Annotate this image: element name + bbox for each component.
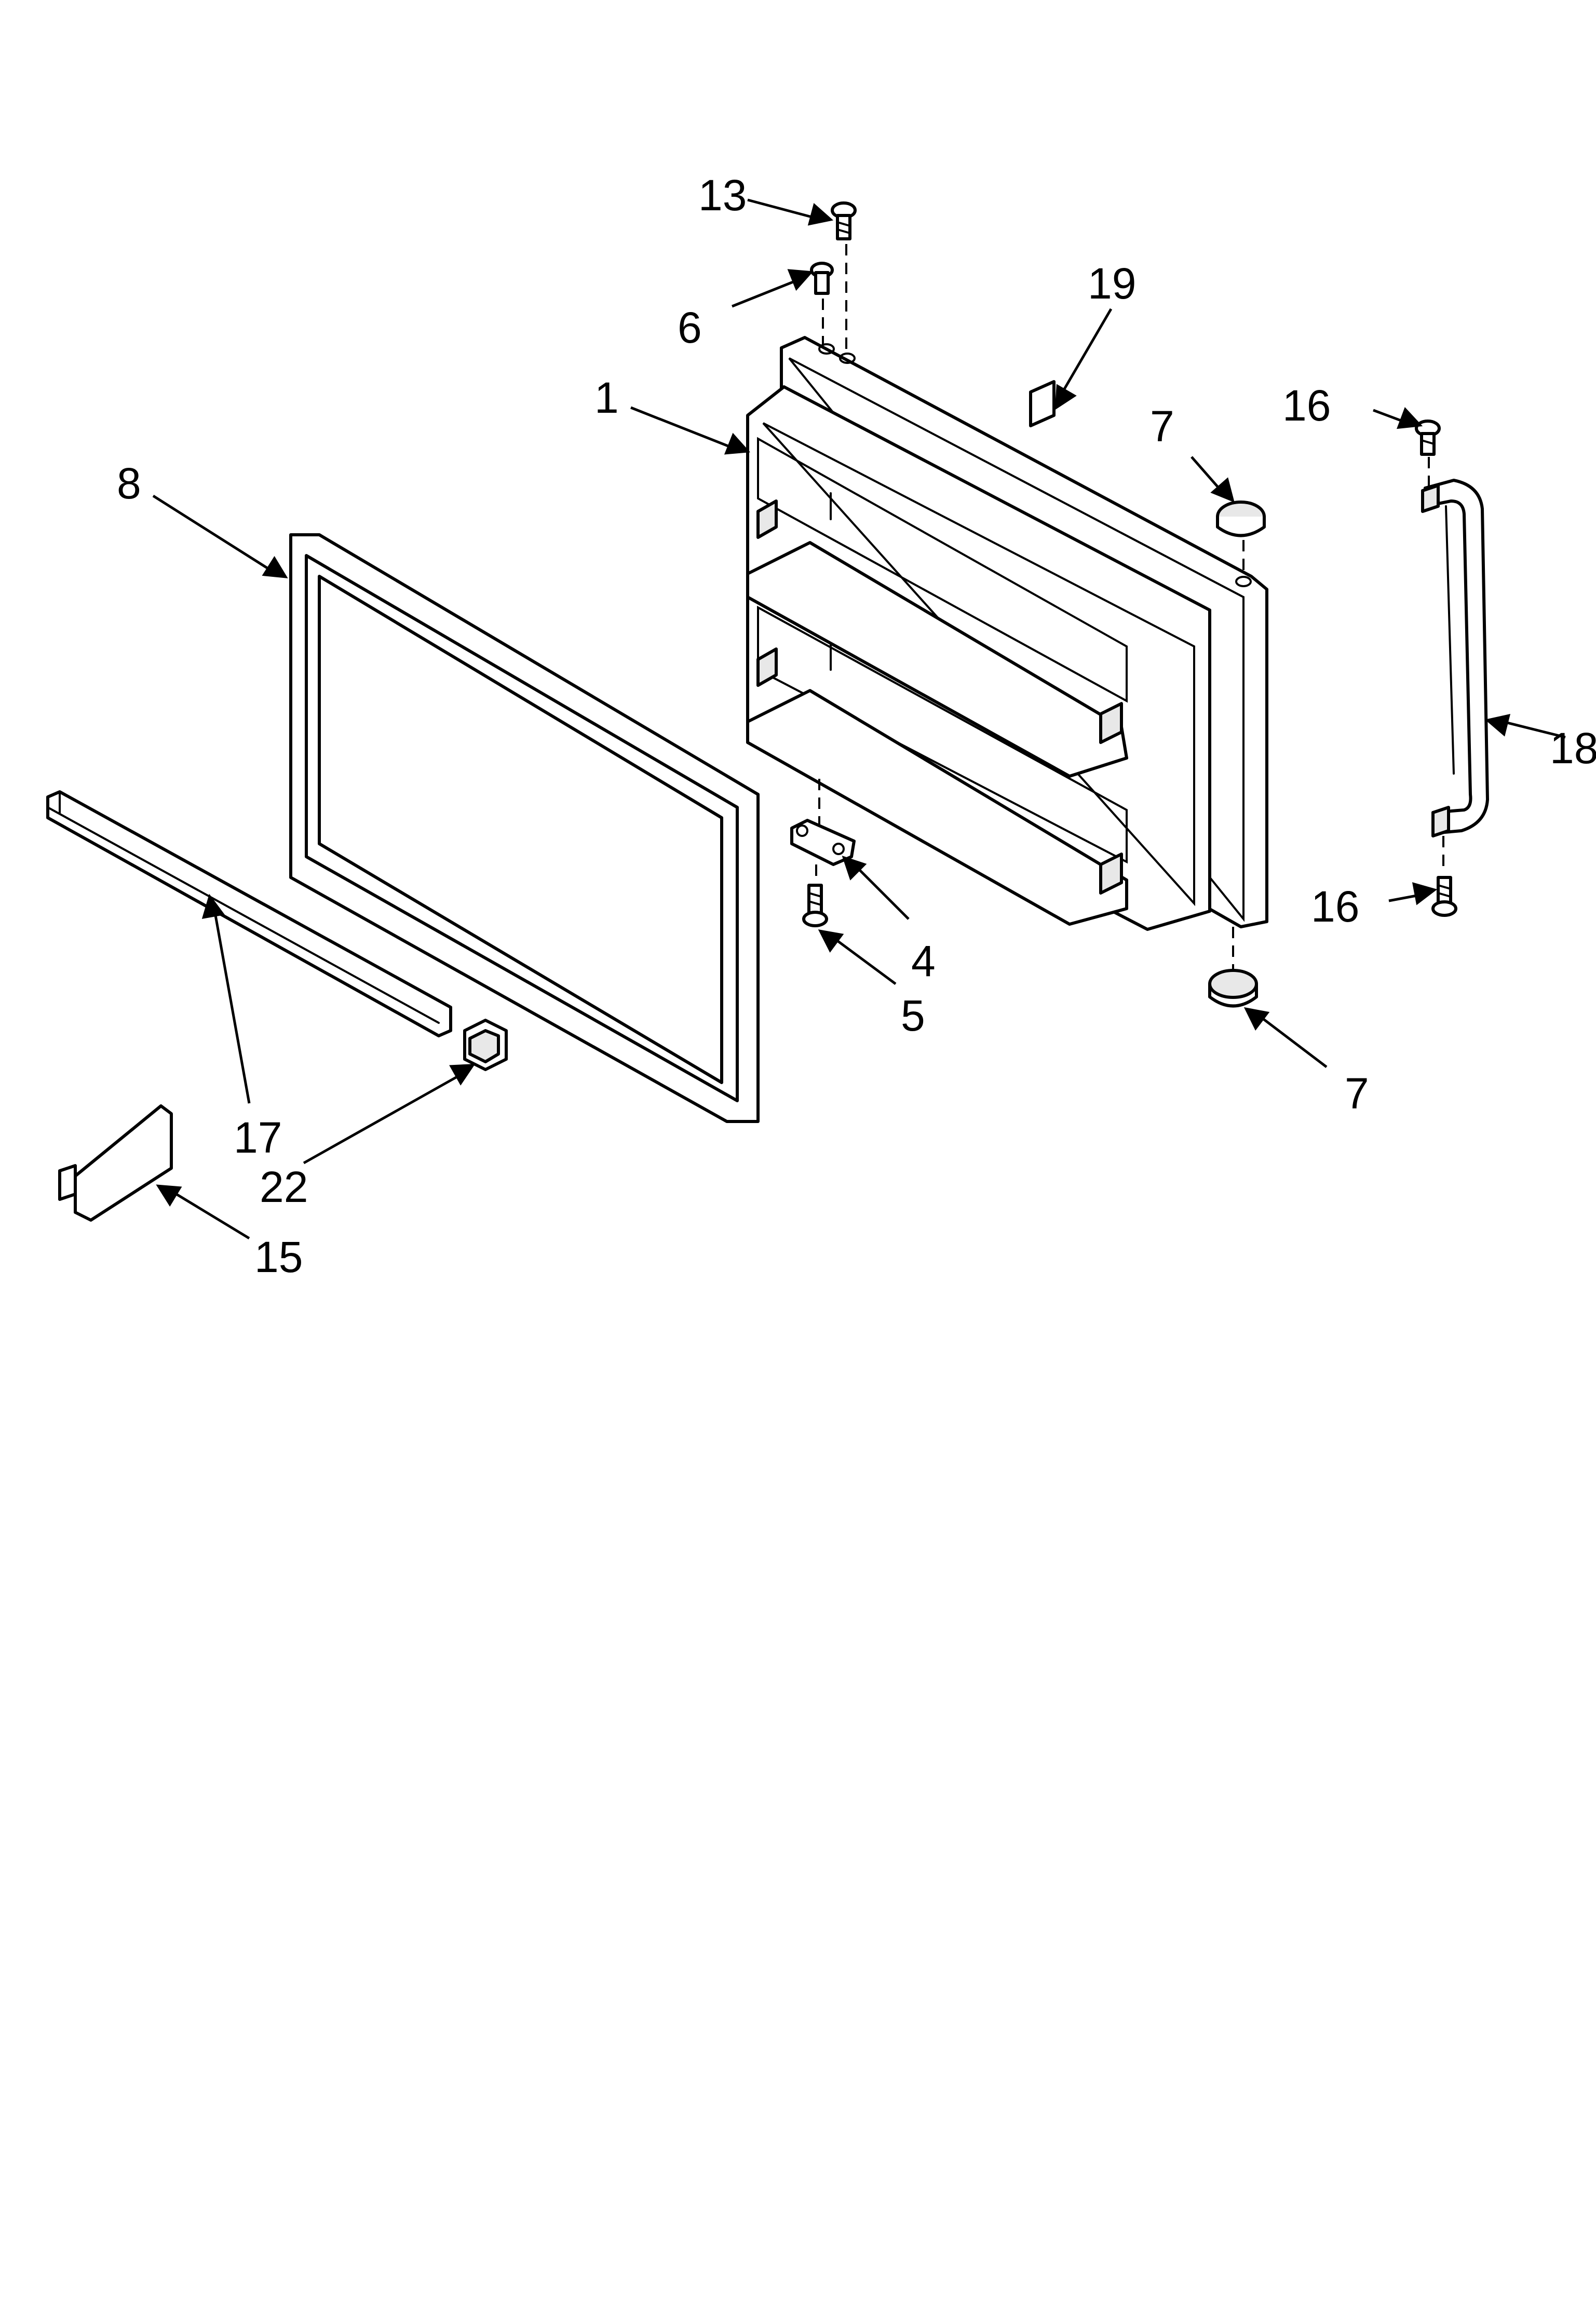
callout-1: 1 — [594, 373, 619, 422]
handle-screw-top-part — [1415, 420, 1441, 456]
hinge-bracket-part — [790, 819, 856, 866]
door-gasket-part — [289, 533, 760, 1123]
door-liner-part — [746, 336, 1268, 931]
callout-5: 5 — [901, 991, 925, 1040]
callout-17: 17 — [234, 1113, 282, 1162]
trim-end-cap-part — [463, 1019, 508, 1071]
hinge-pin-part — [810, 262, 834, 295]
screw-top-part — [831, 201, 857, 240]
hinge-cap-top-part — [1216, 501, 1266, 537]
callout-6: 6 — [678, 303, 702, 352]
callout-16-bottom: 16 — [1311, 882, 1359, 931]
callout-13: 13 — [698, 171, 747, 220]
hinge-cap-bottom-part — [1208, 969, 1258, 1008]
callout-15: 15 — [254, 1233, 303, 1281]
callout-7-top: 7 — [1150, 402, 1174, 451]
callout-22: 22 — [260, 1162, 308, 1211]
cover-plate-part — [58, 1104, 173, 1222]
label-tag-part — [1029, 380, 1056, 427]
handle-screw-bottom-part — [1431, 876, 1457, 917]
callout-4: 4 — [911, 937, 936, 985]
screw-bottom-part — [802, 884, 828, 927]
callout-16-top: 16 — [1282, 381, 1331, 430]
callout-19: 19 — [1088, 259, 1136, 308]
callout-7-bottom: 7 — [1345, 1069, 1369, 1118]
door-handle-part — [1421, 479, 1489, 837]
leader-lines — [152, 198, 1566, 1240]
callout-18: 18 — [1550, 724, 1596, 773]
callout-8: 8 — [117, 459, 141, 508]
trim-strip-part — [46, 790, 452, 1037]
